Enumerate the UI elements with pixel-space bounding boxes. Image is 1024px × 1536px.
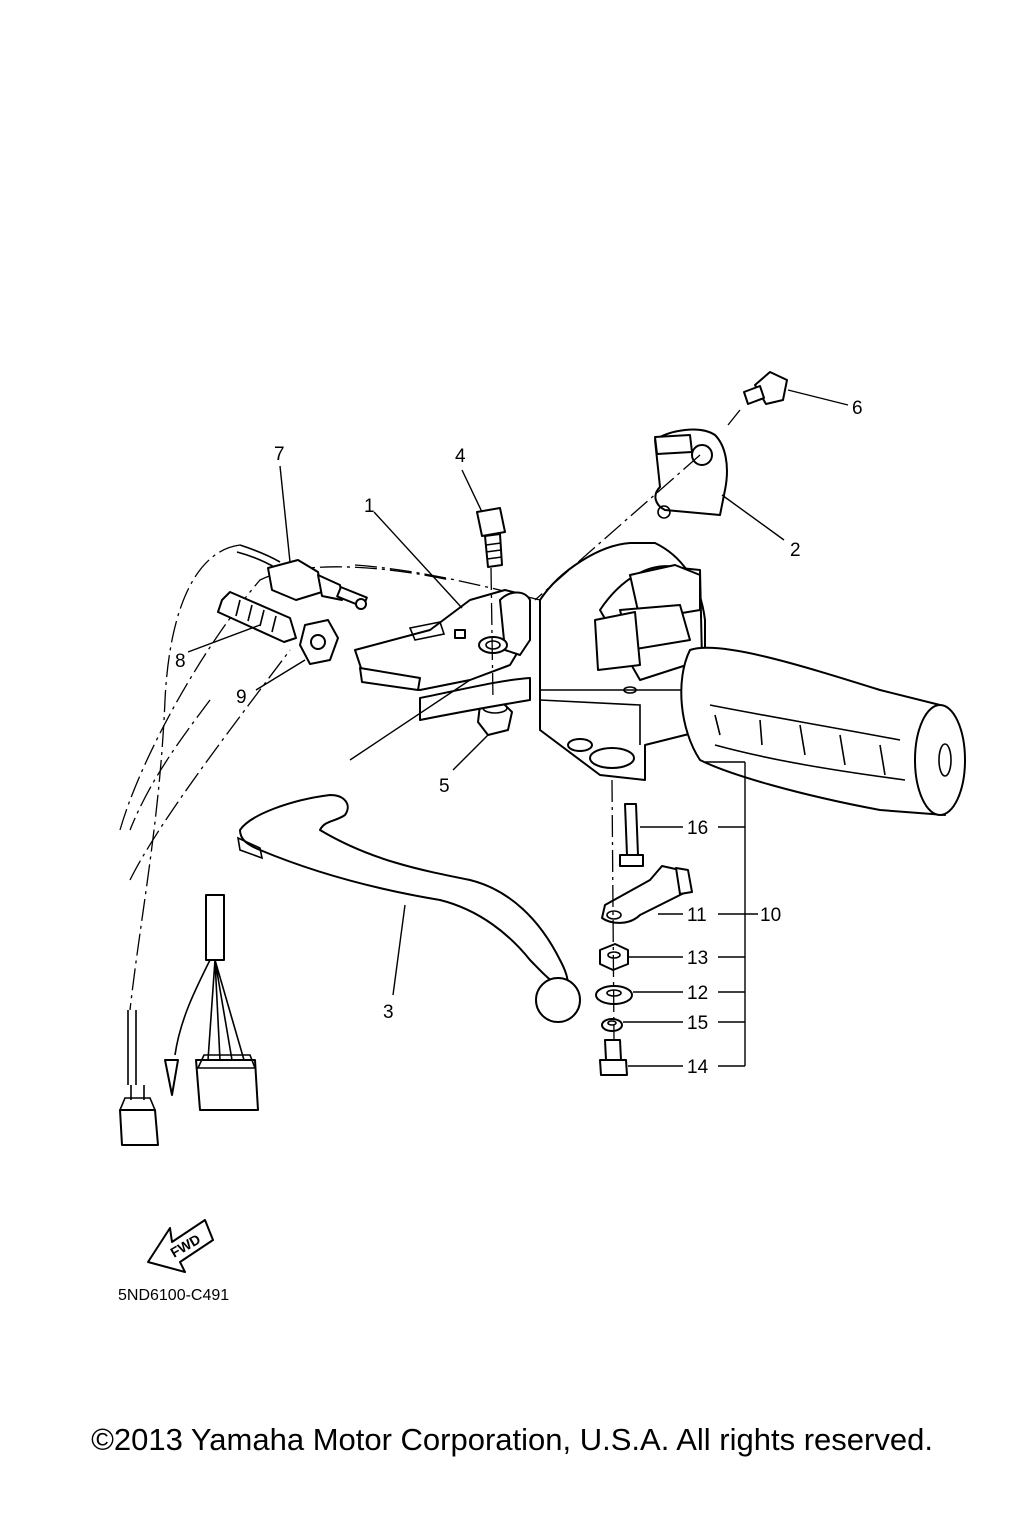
- callout-2: 2: [790, 540, 801, 561]
- handlebar-phantom-lines: [119, 564, 541, 881]
- callout-4: 4: [455, 446, 466, 467]
- callout-8: 8: [175, 651, 186, 672]
- copyright-notice: ©2013 Yamaha Motor Corporation, U.S.A. A…: [91, 1422, 933, 1457]
- callout-14: 14: [687, 1057, 709, 1078]
- callout-13: 13: [687, 948, 708, 969]
- part-2-holder-cover: [654, 428, 728, 519]
- callout-3: 3: [383, 1002, 394, 1023]
- handlebar-switch-housing: [539, 542, 706, 781]
- handlebar-grip: [680, 646, 966, 816]
- part-15-spring-washer: [601, 1018, 623, 1032]
- part-11-lever: [601, 865, 693, 924]
- callout-5: 5: [439, 776, 450, 797]
- part-3-brake-lever: [236, 677, 581, 1023]
- callout-16: 16: [687, 818, 708, 839]
- part-7-cable-adjuster: [267, 559, 368, 610]
- part-14-screw: [599, 1039, 628, 1076]
- fwd-direction-arrow: FWD: [147, 1219, 214, 1273]
- callout-7: 7: [274, 444, 285, 465]
- callout-12: 12: [687, 983, 708, 1004]
- callout-11: 11: [687, 905, 707, 926]
- callouts: 1 2 3 4 5 6 7 8 9 10 11 12 13 14 15 16: [175, 398, 863, 1078]
- callout-6: 6: [852, 398, 863, 419]
- callout-9: 9: [236, 687, 247, 708]
- part-1-lever-holder: [354, 589, 531, 691]
- leader-lines: [187, 389, 849, 1067]
- callout-1: 1: [364, 496, 375, 517]
- callout-15: 15: [687, 1013, 708, 1034]
- diagram-code: 5ND6100-C491: [118, 1287, 229, 1304]
- part-9-locknut: [299, 619, 339, 665]
- part-4-pivot-bolt: [476, 507, 506, 568]
- part-16-bolt: [619, 803, 644, 867]
- part-8-adjusting-bolt: [217, 591, 297, 643]
- callout-10: 10: [760, 905, 781, 926]
- switch-wiring-harness: [118, 544, 281, 1146]
- assembly-axis-lines: [490, 409, 741, 1041]
- part-6-screw: [743, 371, 788, 405]
